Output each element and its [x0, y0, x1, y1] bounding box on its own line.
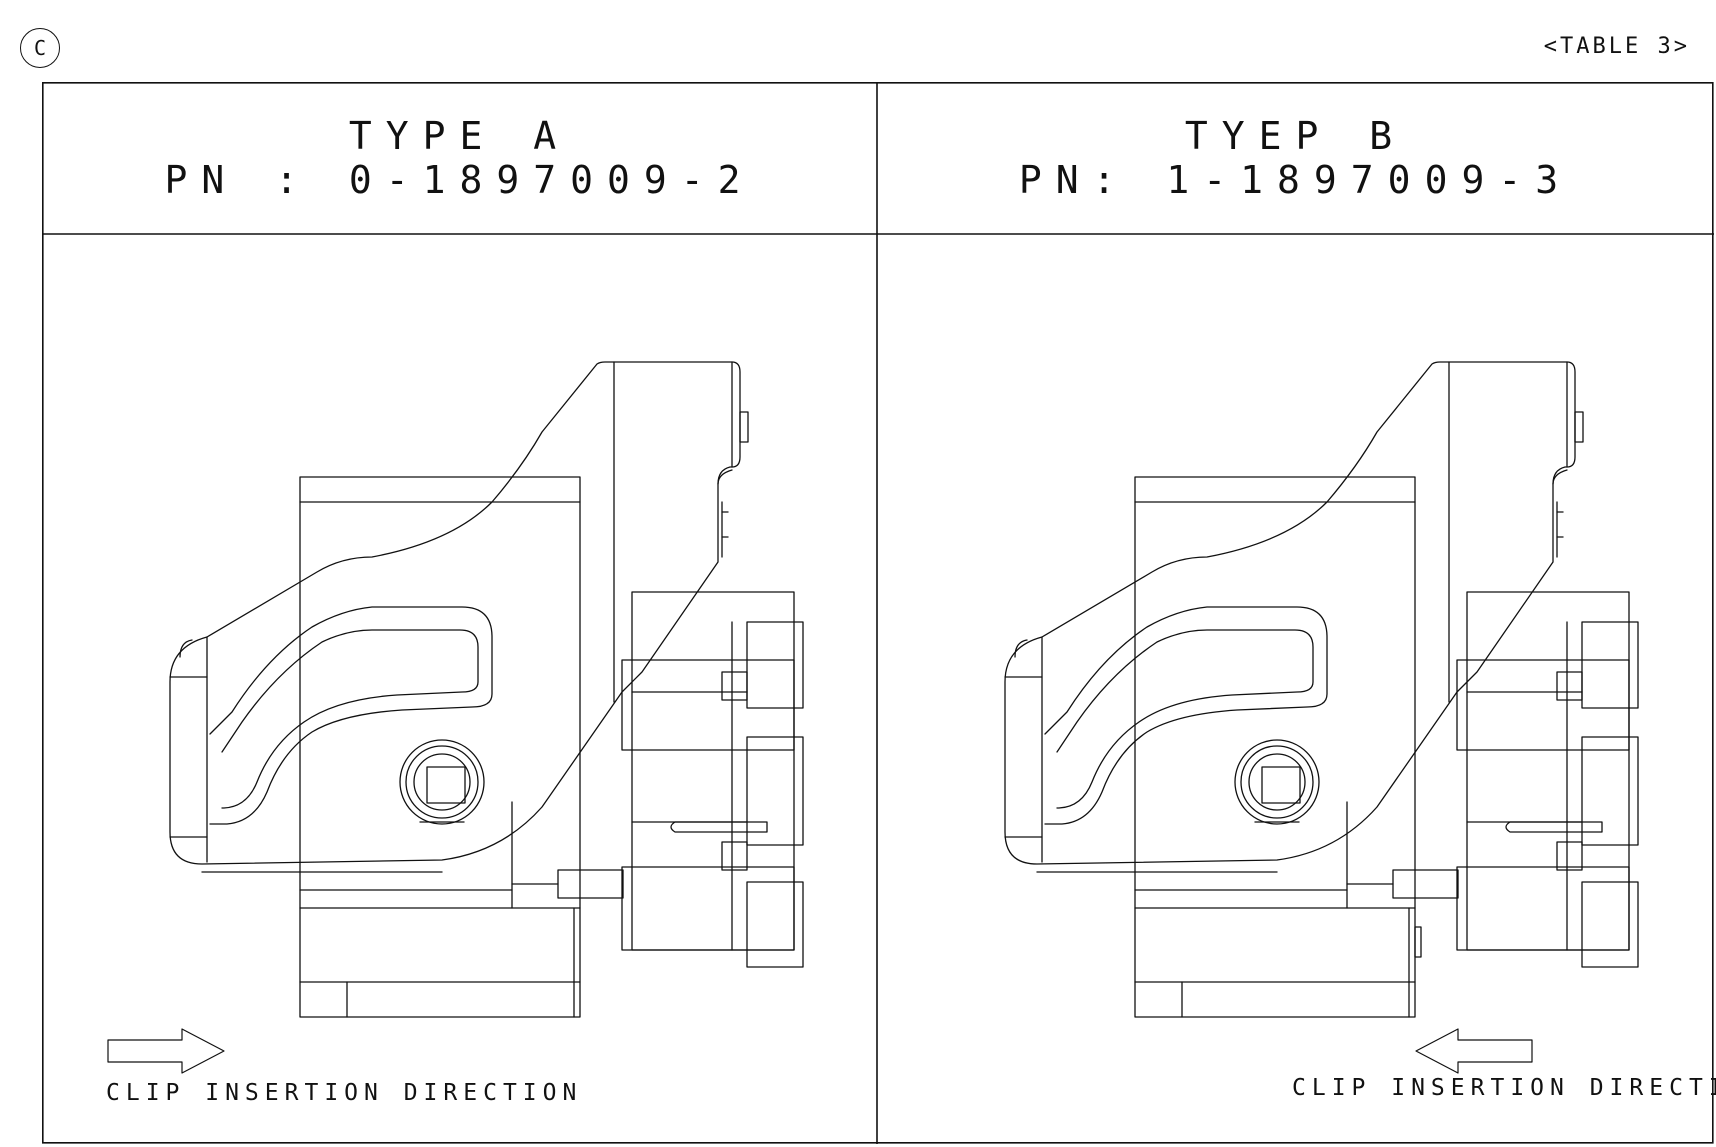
revision-mark: C [33, 36, 47, 60]
panel-b-header: TYEP B PN: 1-1897009-3 [877, 82, 1714, 234]
drawing-table: TYPE A PN : 0-1897009-2 [42, 82, 1716, 1144]
panel-a-insertion-note: CLIP INSERTION DIRECTION [106, 1080, 583, 1106]
panel-b-type-label: TYEP B [1184, 114, 1407, 158]
panel-a-header: TYPE A PN : 0-1897009-2 [42, 82, 877, 234]
panel-type-b: TYEP B PN: 1-1897009-3 [877, 82, 1716, 1144]
connector-drawing-b [877, 82, 1714, 1144]
connector-drawing-a [42, 82, 877, 1144]
revision-badge: C [20, 28, 60, 68]
panel-b-insertion-note: CLIP INSERTION DIRECTION [1292, 1075, 1716, 1101]
table-reference: <TABLE 3> [1543, 34, 1690, 59]
table-grid [42, 82, 1714, 1144]
panel-b-part-number: PN: 1-1897009-3 [1018, 158, 1573, 202]
panel-type-a: TYPE A PN : 0-1897009-2 [42, 82, 877, 1144]
panel-a-part-number: PN : 0-1897009-2 [164, 158, 755, 202]
panel-a-type-label: TYPE A [348, 114, 571, 158]
